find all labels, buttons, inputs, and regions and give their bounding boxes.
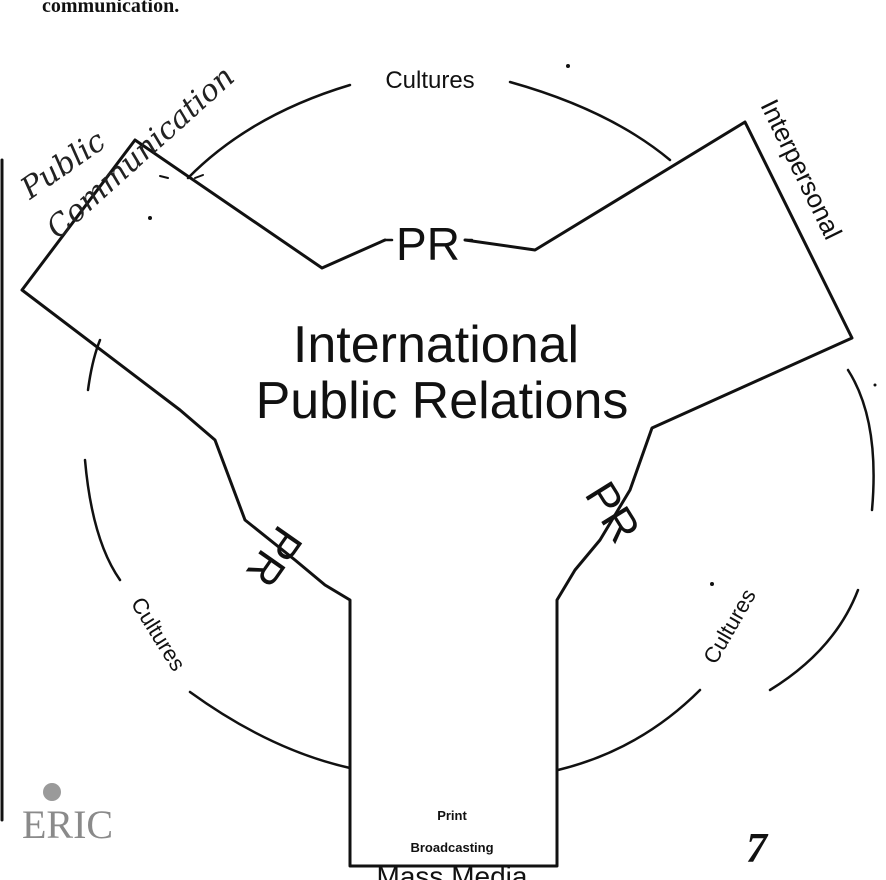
label-pr-right: PR bbox=[575, 473, 649, 551]
cultures-arc-top-left bbox=[186, 83, 352, 180]
speck bbox=[873, 383, 877, 387]
eric-logo-text: ERIC bbox=[22, 802, 113, 847]
cultures-arc-left-upper bbox=[86, 338, 102, 392]
cultures-arc-right-upper bbox=[846, 368, 875, 512]
eric-logo: ERIC bbox=[22, 783, 113, 847]
cultures-arc-bottom-right bbox=[556, 688, 702, 772]
y-shape-outline bbox=[20, 120, 854, 868]
speck bbox=[148, 216, 152, 220]
tick-mark bbox=[194, 174, 204, 179]
label-pr-top: PR bbox=[396, 218, 460, 270]
eric-logo-globe-icon bbox=[43, 783, 61, 801]
center-title-line1: International bbox=[293, 316, 579, 374]
page-number: 7 bbox=[746, 826, 769, 872]
label-pr-left: PR bbox=[236, 517, 311, 595]
label-cultures-right: Cultures bbox=[698, 585, 761, 668]
cultures-arc-right-lower bbox=[768, 588, 860, 692]
label-mass-media: Mass Media bbox=[377, 861, 528, 880]
cultures-arc-top-right bbox=[508, 80, 672, 162]
tick-mark bbox=[159, 175, 169, 179]
label-broadcasting: Broadcasting bbox=[410, 840, 493, 855]
center-title-line2: Public Relations bbox=[256, 372, 629, 430]
speck bbox=[710, 582, 714, 586]
header-fragment: communication. bbox=[42, 0, 179, 17]
label-cultures-left: Cultures bbox=[126, 593, 191, 676]
label-print: Print bbox=[437, 808, 467, 823]
speck bbox=[298, 358, 302, 362]
label-cultures-top: Cultures bbox=[385, 67, 474, 94]
speck bbox=[566, 64, 570, 68]
cultures-arc-bottom-left bbox=[188, 690, 352, 770]
cultures-arc-left-lower bbox=[83, 458, 122, 582]
